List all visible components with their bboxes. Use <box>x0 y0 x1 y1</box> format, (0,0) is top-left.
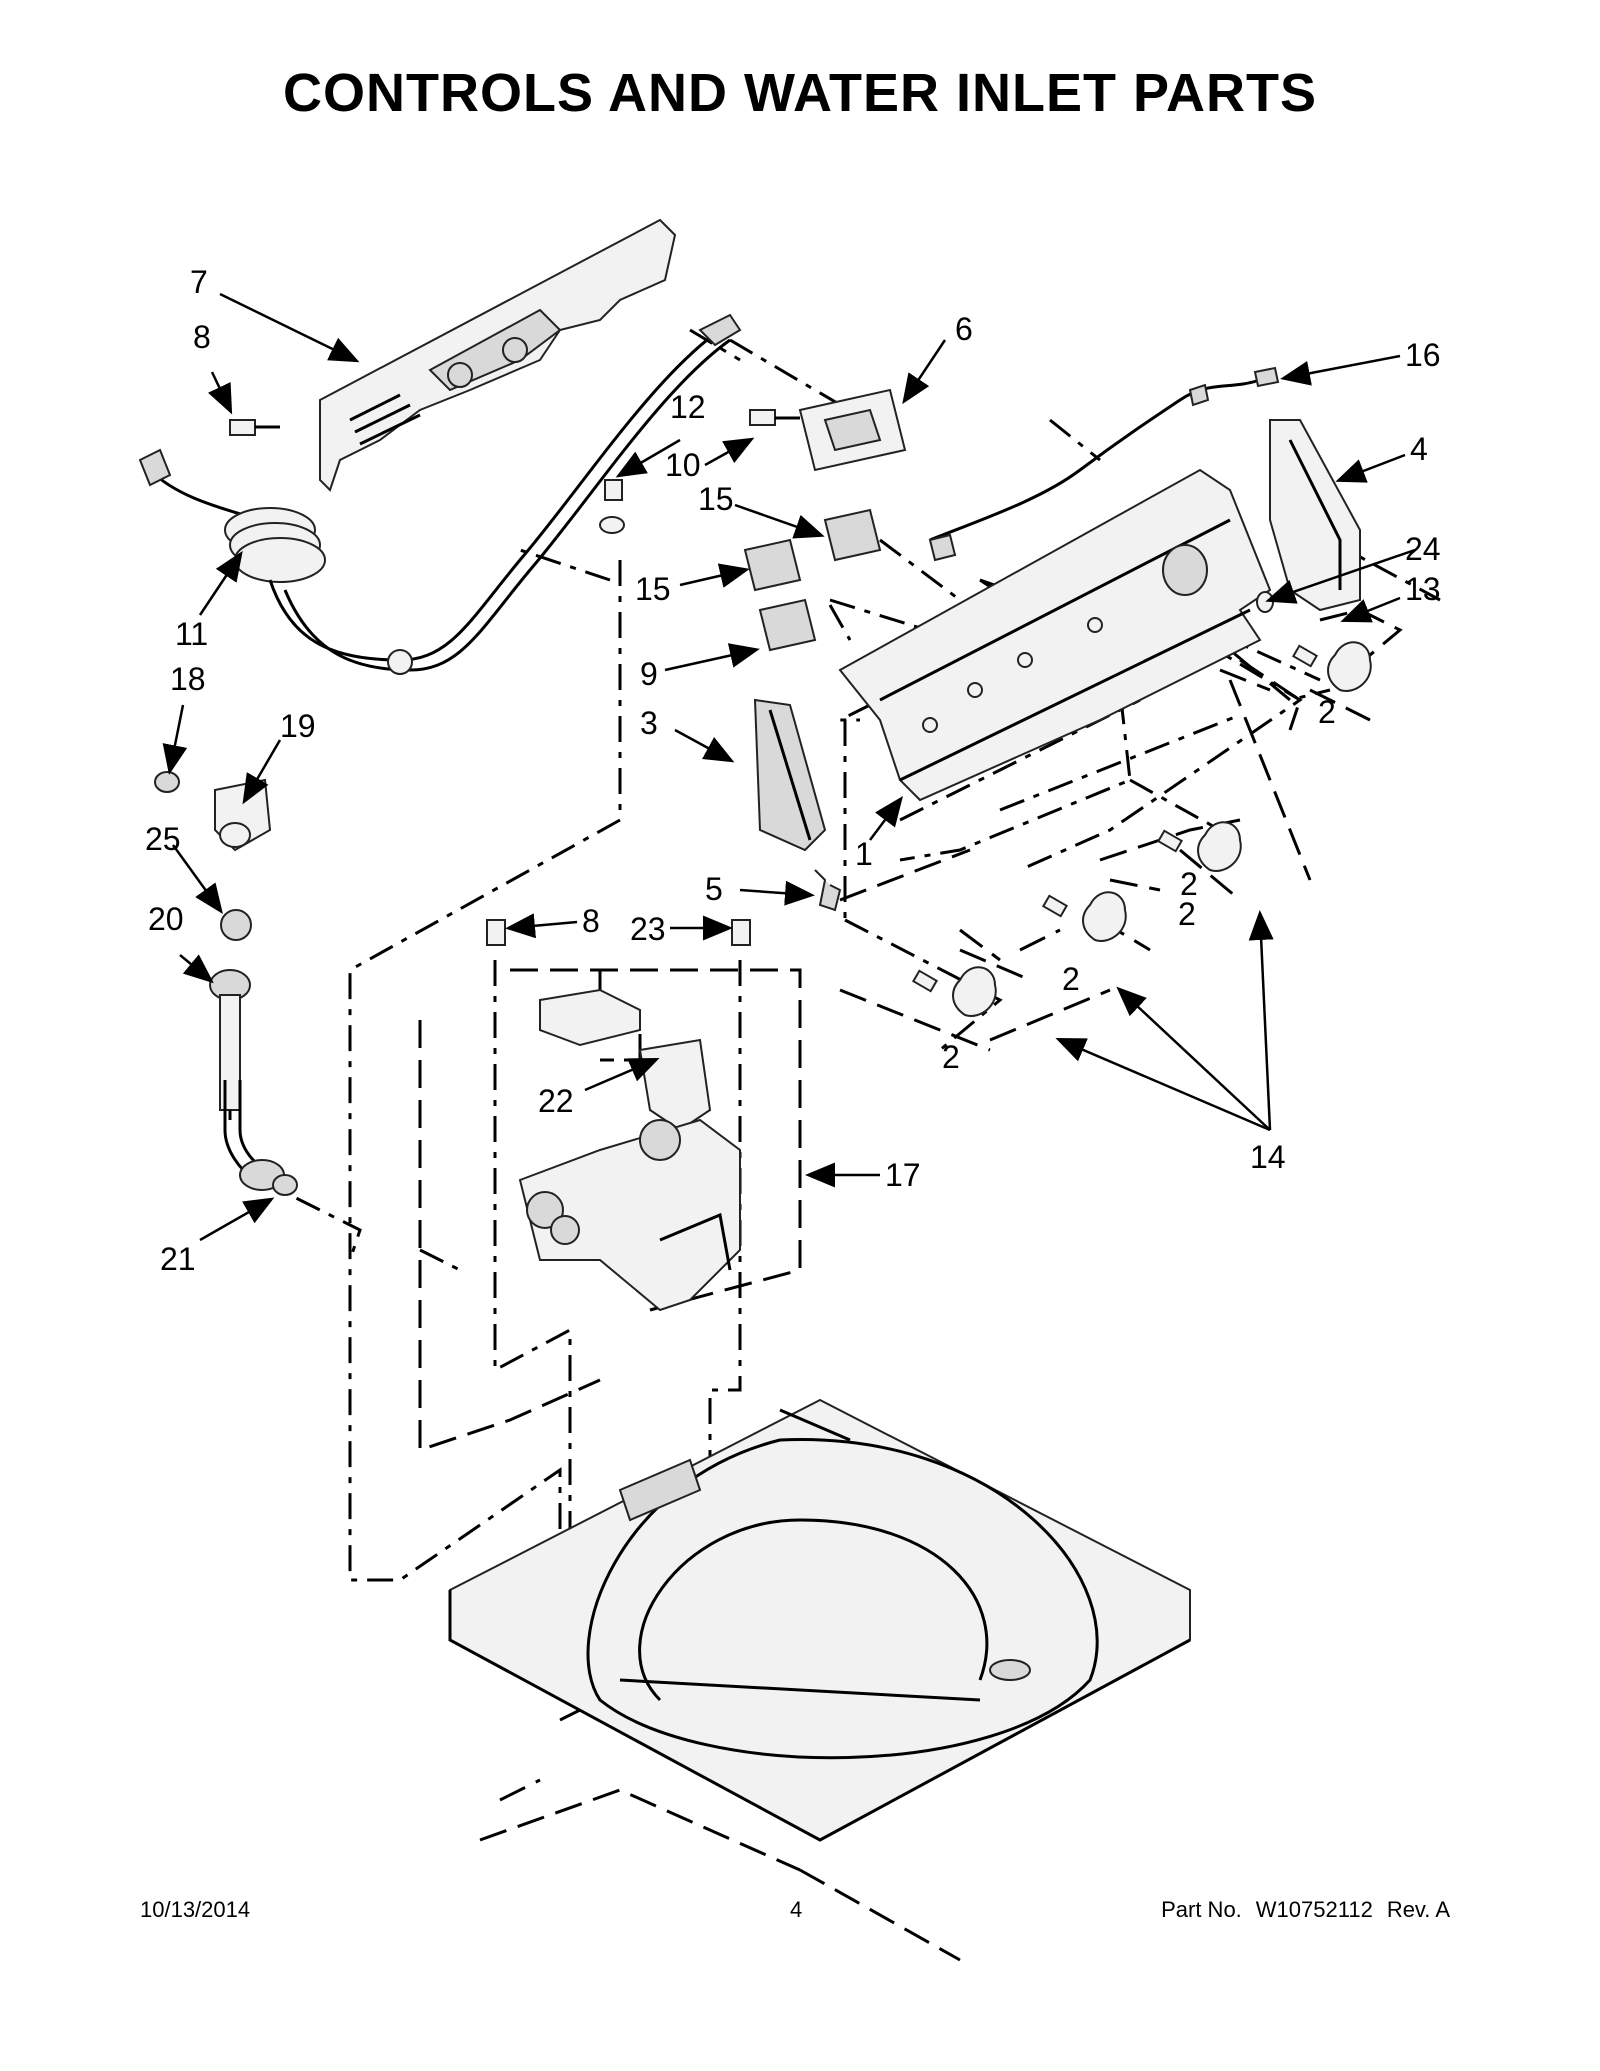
callout-23: 23 <box>630 911 666 947</box>
callout-12: 12 <box>670 389 706 425</box>
callout-2-upper: 2 <box>1180 866 1198 902</box>
part-wire-harness <box>928 366 1280 562</box>
part-top-cabinet <box>448 1398 1191 1842</box>
part-power-cord <box>138 313 742 675</box>
callout-2-lower: 2 <box>942 1039 960 1075</box>
callout-5: 5 <box>705 871 723 907</box>
callout-18: 18 <box>170 661 206 697</box>
footer-date: 10/13/2014 <box>140 1897 251 1922</box>
footer-part-number: W10752112 <box>1255 1897 1373 1922</box>
callout-10: 10 <box>665 447 701 483</box>
callout-1: 1 <box>855 836 873 872</box>
callout-11: 11 <box>175 616 208 652</box>
callout-25: 25 <box>145 821 181 857</box>
callout-24: 24 <box>1405 531 1441 567</box>
callout-4: 4 <box>1410 431 1428 467</box>
part-end-cap-left <box>753 698 827 852</box>
leader-arrows <box>162 292 1416 1242</box>
callout-16: 16 <box>1405 337 1441 373</box>
part-console <box>838 468 1272 802</box>
callout-8-top: 8 <box>193 319 211 355</box>
footer-page-number: 4 <box>790 1897 803 1922</box>
callout-20: 20 <box>148 901 184 937</box>
callout-2-right: 2 <box>1318 694 1336 730</box>
callout-13: 13 <box>1405 571 1441 607</box>
part-water-valve <box>518 988 741 1312</box>
part-end-cap-right <box>1269 419 1361 612</box>
callout-7: 7 <box>190 264 208 300</box>
part-control-board <box>798 388 907 472</box>
page-title: CONTROLS AND WATER INLET PARTS <box>283 63 1317 123</box>
callout-17: 17 <box>885 1157 921 1193</box>
callout-6: 6 <box>955 311 973 347</box>
part-clip <box>814 869 842 912</box>
callout-22: 22 <box>538 1083 574 1119</box>
callout-15-top: 15 <box>698 481 734 517</box>
callout-14: 14 <box>1250 1139 1286 1175</box>
callout-2-center: 2 <box>1062 961 1080 997</box>
callout-labels: 7 8 12 6 16 10 15 4 11 15 24 13 18 9 19 … <box>145 264 1441 1277</box>
callout-19: 19 <box>280 708 316 744</box>
part-rear-panel <box>319 218 677 492</box>
callout-3: 3 <box>640 705 658 741</box>
part-screws-lower <box>486 919 751 946</box>
callout-21: 21 <box>160 1241 196 1277</box>
footer-part-label: Part No. <box>1161 1897 1242 1922</box>
callout-9: 9 <box>640 656 658 692</box>
part-screws-top <box>229 409 800 534</box>
footer-part-info: Part No. W10752112 Rev. A <box>1147 1897 1450 1923</box>
callout-15-lower: 15 <box>635 571 671 607</box>
callout-2-middle: 2 <box>1178 896 1196 932</box>
footer-revision: Rev. A <box>1386 1897 1450 1922</box>
callout-8-lower: 8 <box>582 903 600 939</box>
assembly-lines <box>249 328 1441 1582</box>
part-knobs <box>911 591 1372 1017</box>
part-switches <box>743 508 882 652</box>
